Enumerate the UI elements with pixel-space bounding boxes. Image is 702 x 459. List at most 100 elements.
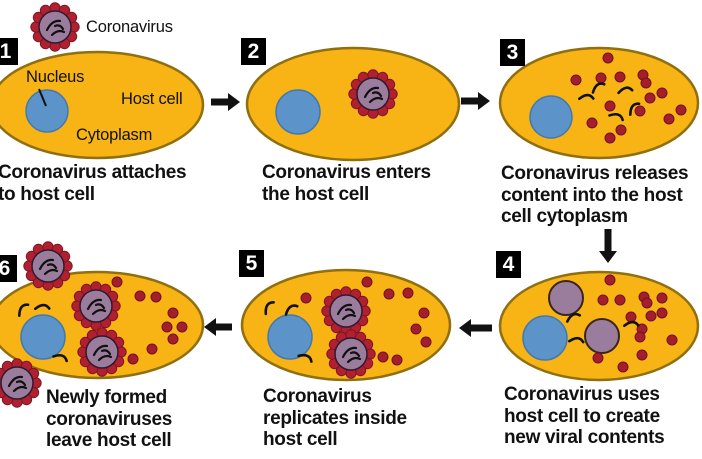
step-number-4: 4 [496,251,521,278]
rna-squiggle [565,312,582,323]
viral-dot [604,274,616,286]
step-caption-6: Newly formed coronaviruses leave host ce… [46,387,172,451]
coronavirus-icon [30,2,80,52]
rna-strand [46,263,58,270]
viral-dot [656,87,668,99]
step-number-3: 3 [500,39,525,66]
step-number-6: 6 [0,255,17,282]
viral-dot [636,349,648,361]
coronavirus-icon [0,358,42,408]
viral-dot [161,321,173,333]
viral-dot [402,287,414,299]
viral-dot [634,105,646,117]
rna-squiggle [578,93,595,101]
coronavirus-icon [326,329,376,379]
rna-strand [371,91,383,98]
rna-strand [7,375,24,388]
viral-dot [146,343,158,355]
viral-dot [604,132,616,144]
viral-dot [134,290,146,302]
step-number-2: 2 [241,38,266,65]
viral-dot [111,276,123,288]
viral-dot [640,77,652,89]
step-caption-2: Coronavirus enters the host cell [262,162,431,205]
rna-strand [94,303,106,310]
viral-dot [656,292,668,304]
viral-dot [614,294,626,306]
viral-dot [615,124,627,136]
nucleus-pointer-line [38,88,47,107]
viral-rna-marks [363,86,384,104]
rna-strand [336,303,353,316]
viral-rna-marks [92,344,113,362]
viral-dot [656,307,668,319]
viral-dot [617,361,629,373]
rna-squiggle [567,336,585,344]
viral-dot [410,323,422,335]
coronavirus-icon [71,281,121,331]
viral-dot [420,336,432,348]
rna-squiggle [18,303,30,317]
rna-squiggle [34,303,51,311]
viral-dot [625,311,637,323]
viral-dot [361,276,373,288]
viral-dot [570,74,582,86]
rna-strand [12,385,28,393]
viral-dot [604,100,616,112]
viral-dot [391,354,403,366]
cytoplasm-label: Cytoplasm [76,126,153,144]
viral-dot [377,351,389,363]
viral-rna-marks [336,303,357,321]
viral-dot [641,297,653,309]
rna-strand [43,268,59,276]
rna-strand [349,351,361,358]
viral-dot [592,352,604,364]
step-caption-1: Coronavirus attaches to host cell [0,162,187,205]
rna-strand [346,356,362,364]
coronavirus-icon [77,327,127,377]
viral-vesicle [584,318,620,354]
rna-strand [50,29,66,37]
viral-dot [167,307,179,319]
rna-strand [92,344,109,357]
rna-strand [45,19,62,32]
rna-strand [341,346,358,359]
rna-squiggle [52,353,68,363]
rna-squiggle [297,353,313,363]
rna-strand [97,354,113,362]
host-cell [498,46,700,160]
rna-squiggle [264,301,275,316]
viral-rna-marks [45,19,66,37]
viral-dot [666,334,678,346]
flow-arrow-head [228,93,240,111]
nucleus [25,89,69,133]
viral-dot [644,92,656,104]
host-cell-label: Host cell [121,90,183,108]
viral-dot [418,307,430,319]
nucleus [522,315,568,361]
rna-squiggle [617,86,634,95]
step-number-5: 5 [239,250,264,277]
viral-dot [383,288,395,300]
flow-arrow-head [204,318,216,336]
nucleus [275,89,321,135]
viral-dot [586,117,598,129]
nucleus-label: Nucleus [26,68,85,86]
nucleus [529,95,573,139]
viral-dot [645,310,657,322]
rna-strand [344,308,356,315]
nucleus [267,314,313,360]
rna-strand [100,349,112,356]
flow-arrow-head [459,319,471,337]
flow-arrow-head [478,92,490,110]
coronavirus-icon [23,241,73,291]
rna-strand [53,24,65,31]
coronavirus-icon [321,286,371,336]
step-caption-3: Coronavirus releases content into the ho… [501,163,689,227]
rna-strand [91,308,107,316]
rna-strand [86,298,103,311]
viral-dot [614,71,626,83]
rna-squiggle [608,112,624,122]
